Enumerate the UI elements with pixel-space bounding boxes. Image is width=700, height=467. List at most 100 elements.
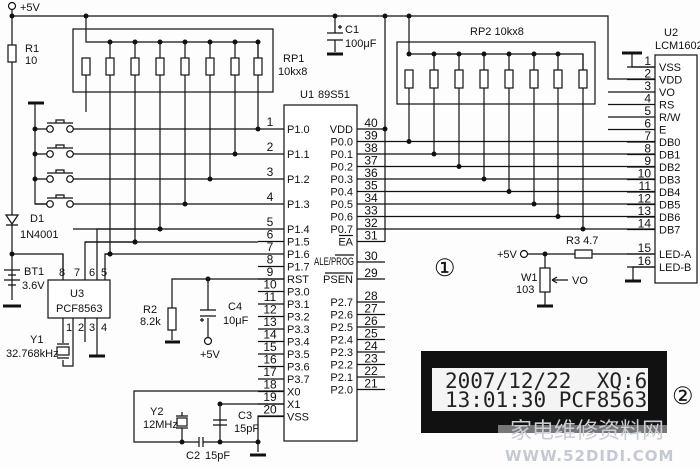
rp1-resistor-pack [72, 16, 274, 93]
junction-dot [232, 39, 238, 45]
vcc-rail [7, 1, 655, 80]
u1-pin-name: VSS [287, 412, 309, 424]
u1-pin-name: P0.7 [330, 224, 353, 236]
lcd-pin-name: VO [659, 87, 675, 99]
u2-ref: U2 [664, 27, 678, 39]
u3-pin-number: 5 [101, 267, 107, 279]
reset-network [165, 276, 284, 346]
rp2-resistor [578, 69, 588, 89]
r1-ref: R1 [25, 43, 39, 55]
u3-pin-number: 3 [89, 322, 95, 334]
c3-ref: C3 [238, 410, 252, 422]
u1-pin-number: 40 [364, 116, 378, 130]
u1-pin-name: P2.5 [330, 322, 353, 334]
u1-pin-name: P2.7 [330, 297, 353, 309]
u1-pin-name: P1.1 [287, 149, 310, 161]
button-contact [66, 175, 74, 183]
u3-pin-number: 2 [78, 322, 84, 334]
button-contact [66, 150, 74, 158]
lcd-pin-number: 11 [639, 179, 652, 193]
u1-pin-number: 29 [364, 266, 378, 280]
junction-dot [157, 39, 163, 45]
rp1-resistor [253, 57, 263, 76]
c1-value: 100μF [345, 38, 377, 50]
u1-pin-name: P3.4 [287, 337, 310, 349]
lcd-pin-name: VDD [659, 75, 682, 87]
u1-part: 89S51 [318, 89, 350, 101]
lcd-pin-name: LED-B [659, 262, 691, 274]
u1-pin-name: P0.2 [330, 162, 353, 174]
u1-pin-number: 19 [263, 390, 277, 404]
u1-pin-number: 10 [263, 278, 277, 292]
u1-pin-name: X0 [287, 387, 300, 399]
lcd-pin-name: DB0 [659, 137, 680, 149]
r3-label: R3 4.7 [566, 235, 598, 247]
u1-pin-number: 1 [267, 115, 274, 129]
u1-pin-number: 12 [263, 303, 277, 317]
u1-pin-name: X1 [287, 399, 300, 411]
y1-value: 32.768kHz [6, 348, 59, 360]
junction-dot [132, 39, 138, 45]
button-contact [66, 125, 74, 133]
figure-label-2: ② [672, 383, 694, 410]
junction-dot [431, 151, 437, 157]
c1-capacitor [327, 16, 343, 56]
u1-pin-number: 30 [364, 249, 378, 263]
lcd-pin-name: DB6 [659, 212, 680, 224]
lcd-pin-number: 13 [638, 204, 652, 218]
u1-ref: U1 [300, 89, 314, 101]
lcd-line-2: 13:01:30 PCF8563 [445, 388, 647, 412]
lcd-pin-name: DB7 [659, 225, 680, 237]
u1-pin-name: P2.3 [330, 347, 353, 359]
u3-pin-number: 4 [101, 322, 107, 334]
lcd-pin-number: 16 [638, 254, 652, 268]
junction-dot [255, 39, 261, 45]
lcd-pin-number: 9 [644, 154, 651, 168]
button-actuator [47, 169, 73, 174]
button-actuator [47, 144, 73, 149]
junction-dot [406, 139, 412, 144]
u1-pin-number: 23 [364, 352, 378, 366]
lcd-pin-number: 12 [638, 192, 652, 206]
u1-pin-number: 15 [263, 340, 277, 354]
w1-ref: W1 [521, 272, 538, 284]
u1-pin-number: 2 [267, 140, 274, 154]
u1-pin-name: P3.6 [287, 362, 310, 374]
button-contact [66, 200, 74, 208]
c4-value: 10μF [223, 315, 249, 327]
junction-dot [531, 201, 537, 207]
r1-resistor [7, 16, 17, 215]
u1-pin-name: EA [338, 237, 353, 249]
rp2-resistor [429, 69, 439, 89]
u1-pin-number: 8 [267, 253, 274, 267]
u1-pin-name: P1.2 [287, 174, 310, 186]
lcd-pin-name: LED-A [659, 249, 692, 261]
u1-pin-name: P3.3 [287, 324, 310, 336]
u1-pin-number: 36 [364, 166, 378, 180]
lcd-pin-number: 2 [644, 67, 651, 81]
u1-pin-name: P3.5 [287, 349, 310, 361]
u3-pin-number: 8 [59, 267, 65, 279]
u1-pin-number: 39 [364, 129, 378, 143]
lcd-pin-number: 5 [644, 104, 651, 118]
u1-pin-name: P2.2 [330, 360, 353, 372]
u1-pin-name: P0.3 [330, 174, 353, 186]
figure-label-1: ① [434, 255, 456, 282]
u1-pin-number: 4 [267, 190, 274, 204]
u1-pin-number: 13 [263, 315, 277, 329]
u1-pin-name: P2.4 [330, 335, 353, 347]
rp2-resistor [454, 69, 464, 89]
oscillator-network [133, 390, 284, 457]
u1-pin-number: 6 [267, 228, 274, 242]
u3-part: PCF8563 [56, 303, 102, 315]
u3-rtc [47, 226, 163, 367]
rp2-resistor [553, 69, 563, 89]
c3-value: 15pF [234, 423, 259, 435]
junction-dot [406, 51, 412, 57]
u1-pin-number: 33 [364, 204, 378, 218]
u1-pin-number: 27 [364, 302, 378, 316]
u1-pin-number: 37 [364, 154, 378, 168]
rp1-resistor [105, 57, 115, 76]
u1-pin-number: 28 [364, 289, 378, 303]
